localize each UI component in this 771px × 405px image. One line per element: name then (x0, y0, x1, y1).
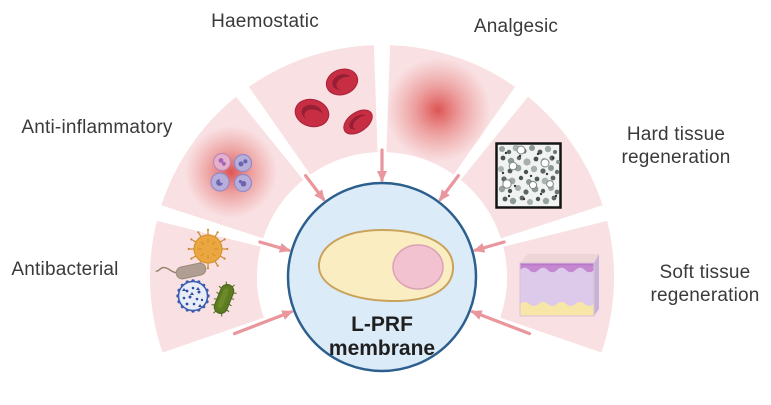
red-blood-cells-icon (294, 68, 373, 135)
arrow (232, 310, 294, 336)
label-hard-tissue-regeneration: Hard tissue regeneration (621, 124, 731, 168)
label-antibacterial: Antibacterial (11, 259, 119, 280)
label-anti-inflammatory: Anti-inflammatory (21, 117, 173, 138)
membrane-cell-illustration (317, 228, 455, 303)
arrow (304, 174, 326, 202)
pain-glow-icon (386, 58, 490, 162)
skin-layers-icon (519, 254, 599, 317)
wedge-antibacterial (149, 220, 264, 353)
porous-bone-scaffold-icon (495, 142, 562, 209)
center-circle-label: L-PRF membrane (328, 313, 436, 360)
microbes-icon (155, 228, 237, 317)
inward-arrows (232, 148, 532, 336)
leukocyte-cells-icon (185, 126, 277, 218)
arrow (258, 240, 291, 253)
center-circle (286, 181, 478, 373)
label-analgesic: Analgesic (473, 16, 559, 37)
arrow (473, 240, 506, 253)
label-haemostatic: Haemostatic (211, 11, 319, 32)
arrow (438, 174, 460, 202)
arrow (470, 310, 532, 336)
label-soft-tissue-regeneration: Soft tissue regeneration (650, 262, 760, 306)
